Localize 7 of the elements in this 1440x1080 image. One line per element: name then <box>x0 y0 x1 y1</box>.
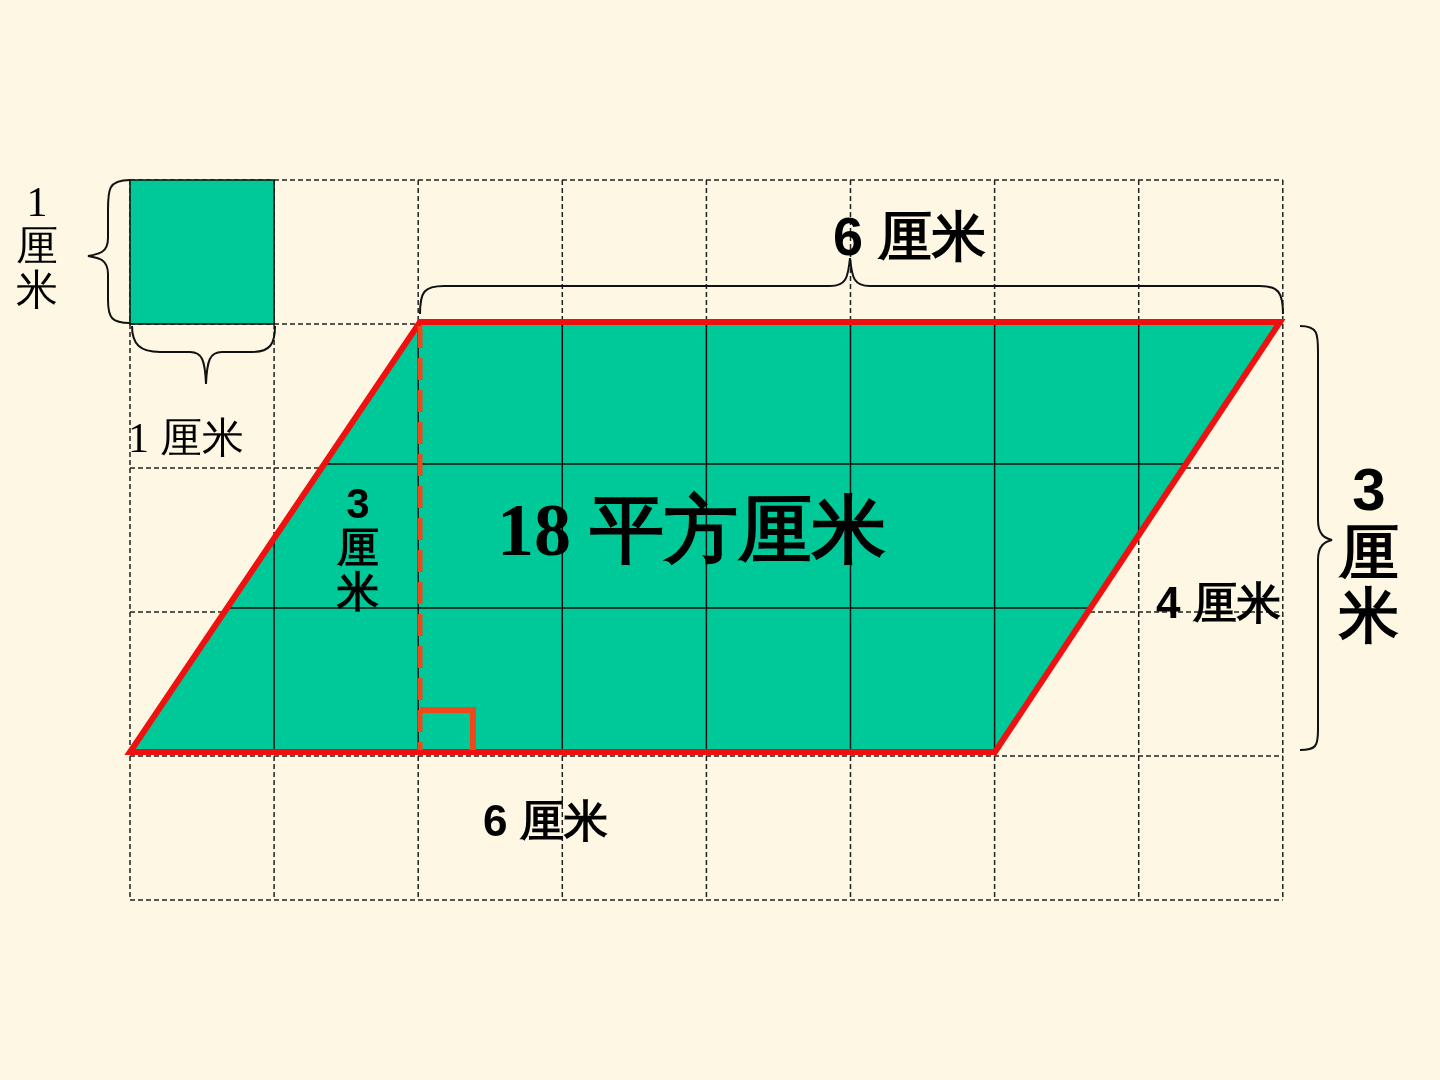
height-label: 3 厘米 <box>1337 458 1400 647</box>
height-label: 3 厘米 <box>336 482 380 615</box>
base-length-label: 6 厘米 <box>833 208 987 265</box>
unit-square <box>129 179 275 325</box>
side-length-label: 1 厘米 <box>128 416 244 461</box>
side-length-label: 1 厘米 <box>15 180 59 313</box>
base-length-label: 6 厘米 <box>483 798 608 845</box>
